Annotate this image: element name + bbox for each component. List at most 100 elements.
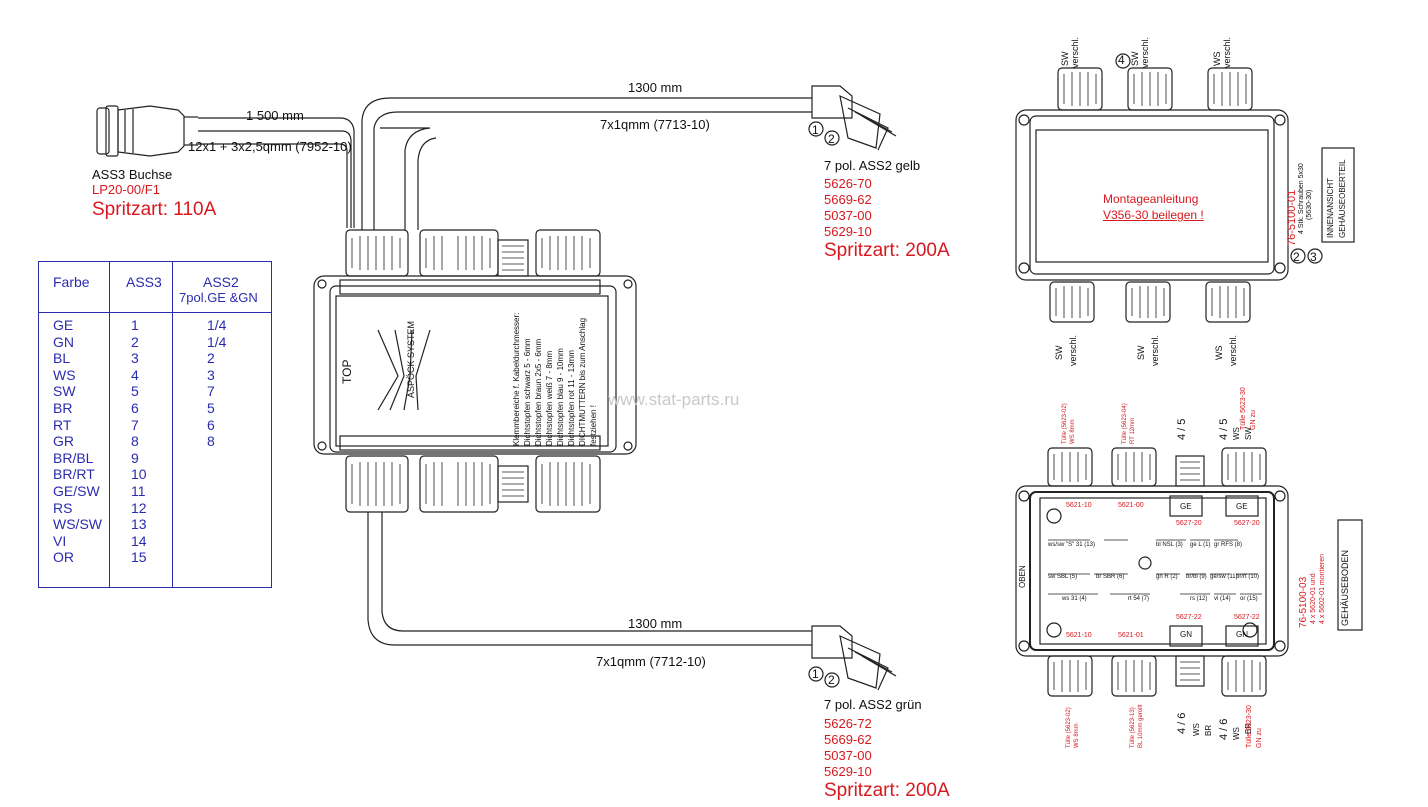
bottom-bottom-label: Tülle (5623-13) [1130, 707, 1136, 748]
main-cable [198, 117, 355, 228]
callout-2-inner: 2 [1293, 250, 1300, 264]
green-part: 5629-10 [824, 764, 872, 779]
box-line: Dichtstopfen blau 9 - 10mm [556, 348, 565, 446]
terminal-label: rt 54 (7) [1128, 596, 1150, 602]
terminal-label: gr RFS (8) [1214, 542, 1243, 548]
terminal-label: sw SBL (5) [1048, 574, 1078, 580]
legend-ass3: 14 [131, 532, 147, 549]
oben-label: OBEN [1018, 565, 1027, 588]
legend-ass2: 6 [207, 416, 215, 433]
legend-color: BR/BL [53, 449, 94, 466]
bottom-bottom-label: 4 / 6 [1176, 712, 1188, 734]
box-line: Dichtstopfen braun 2x5 - 6mm [534, 338, 543, 446]
center-box-drawing [313, 229, 637, 513]
yellow-spritzart: Spritzart: 200A [824, 240, 950, 261]
legend-ass3: 4 [131, 366, 139, 383]
bottom-top-label: 4 / 5 [1176, 418, 1188, 440]
bottom-bottom-label: WS [1232, 727, 1241, 740]
terminal-label: gn R (2) [1156, 574, 1178, 580]
inner-view-drawing [1015, 53, 1355, 323]
legend-ass3: 8 [131, 433, 139, 450]
legend-ass3: 15 [131, 549, 147, 566]
legend-ass3: 3 [131, 350, 139, 367]
legend-row: VI 14 [39, 533, 271, 550]
bottom-top-label: Tülle (5623-02) [1062, 403, 1068, 444]
box-line: Dichtstopfen rot 11 - 13mm [567, 350, 576, 446]
terminal-label: br/bl (9) [1186, 574, 1207, 580]
legend-ass3: 10 [131, 466, 147, 483]
terminal-label: rs (12) [1190, 596, 1208, 602]
cap-label: verschl. [1070, 36, 1080, 68]
bottom-part-label: 5621-01 [1118, 632, 1144, 639]
yellow-part: 5629-10 [824, 224, 872, 239]
callout-2-upper: 2 [828, 132, 835, 146]
cap-label: SW [1054, 345, 1064, 361]
legend-color: GR [53, 433, 74, 450]
bottom-port-label: GE [1180, 502, 1192, 511]
yellow-part: 5669-62 [824, 192, 872, 207]
bottom-bottom-label: BR [1204, 724, 1213, 736]
legend-ass2: 3 [207, 366, 215, 383]
legend-ass3: 2 [131, 333, 139, 350]
legend-row: GR 8 8 [39, 433, 271, 450]
legend-header-ass3: ASS3 [126, 274, 162, 290]
legend-ass2: 2 [207, 350, 215, 367]
watermark: www.stat-parts.ru [608, 390, 740, 409]
main-cable-length: 1 500 mm [246, 108, 304, 123]
terminal-label: ge/sw (11) [1210, 574, 1238, 580]
cap-label: SW [1130, 51, 1140, 67]
legend-ass3: 5 [131, 383, 139, 400]
bottom-part-label: 5621-00 [1118, 502, 1144, 509]
box-line: DICHTMUTTERN bis zum Anschlag [578, 317, 587, 446]
legend-color: RS [53, 499, 73, 516]
green-plug-drawing [808, 625, 897, 691]
legend-ass3: 7 [131, 416, 139, 433]
cap-label: verschl. [1068, 334, 1078, 366]
montage-line-1: Montageanleitung [1103, 192, 1199, 206]
terminal-label: ws 31 (4) [1062, 596, 1087, 602]
socket-name: ASS3 Buchse [92, 167, 173, 182]
yellow-plug-drawing [808, 85, 897, 151]
legend-ass2: 1/4 [207, 333, 227, 350]
green-part: 5626-72 [824, 716, 872, 731]
legend-ass3: 9 [131, 449, 139, 466]
lower-cable-length: 1300 mm [628, 616, 683, 631]
legend-header [39, 262, 271, 313]
inner-title-2: GEHÄUSEOBERTEIL [1338, 159, 1347, 238]
cap-label: SW [1060, 51, 1070, 67]
legend-color: BR [53, 400, 73, 416]
legend-color: WS/SW [53, 516, 102, 533]
box-line: festziehen ! [589, 405, 598, 446]
main-cable-spec: 12x1 + 3x2,5qmm (7952-10) [188, 139, 352, 154]
callout-4: 4 [1118, 53, 1125, 67]
legend-ass3: 6 [131, 400, 139, 416]
inner-screws-part: (5630-30) [1306, 189, 1313, 220]
callout-1-upper: 1 [812, 123, 819, 137]
box-line: Klemmbereiche f. Kabeldurchmesser: [512, 312, 521, 446]
bottom-part-label: 5627-20 [1176, 520, 1202, 527]
box-line: Dichtstopfen schwarz 5 - 6mm [523, 338, 532, 446]
callout-2-lower: 2 [828, 673, 835, 687]
cap-label: SW [1136, 345, 1146, 361]
callout-1-lower: 1 [812, 667, 819, 681]
legend-ass2: 1/4 [207, 317, 227, 333]
upper-cable [361, 97, 812, 230]
green-plug-name: 7 pol. ASS2 grün [824, 697, 922, 712]
bottom-part: 76-5100-03 [1298, 576, 1309, 628]
bottom-part-label: 5627-20 [1234, 520, 1260, 527]
legend-ass2: 8 [207, 433, 215, 450]
legend-color: VI [53, 532, 67, 549]
legend-header-ass2: ASS2 [203, 274, 239, 290]
lower-cable-spec: 7x1qmm (7712-10) [596, 654, 706, 669]
bottom-bottom-label: WS 8mm [1074, 723, 1080, 748]
ass3-socket-drawing [96, 105, 198, 157]
